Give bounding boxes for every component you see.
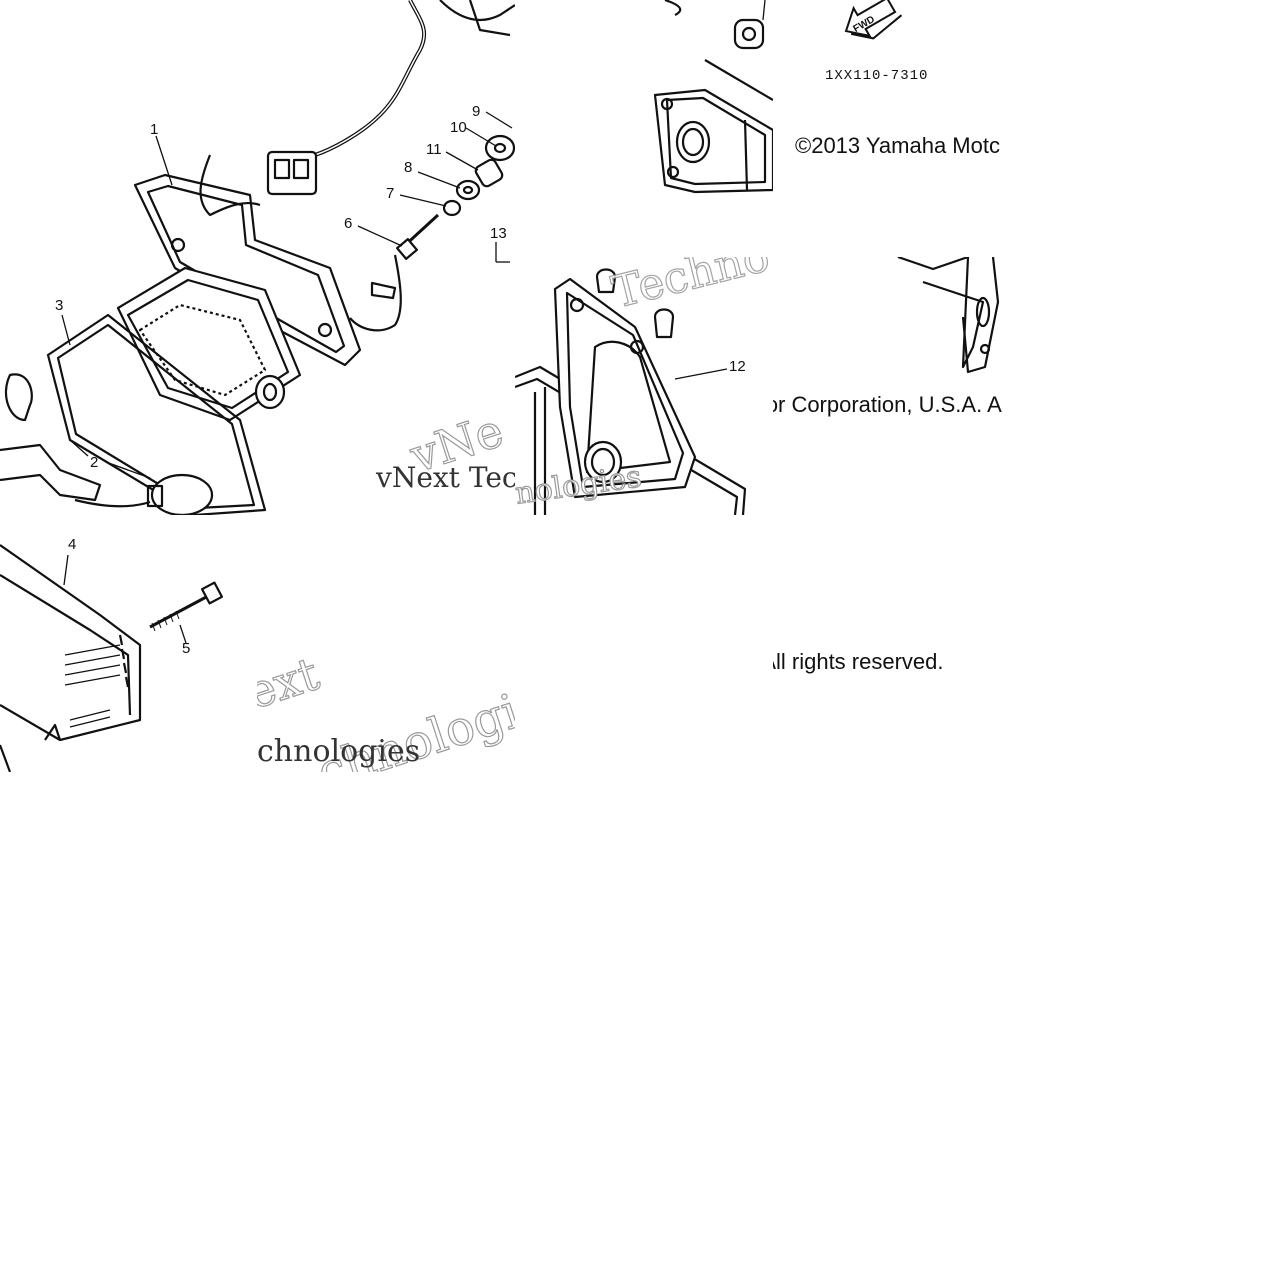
- lens-drawing: [0, 544, 224, 772]
- callout-7: 7: [386, 185, 395, 202]
- callout-12: 12: [729, 358, 746, 375]
- callout-4: 4: [68, 536, 77, 553]
- tile-right-fragment: ɔr Corporation, U.S.A. A: [773, 257, 1030, 515]
- callout-10: 10: [450, 119, 467, 136]
- callout-5: 5: [182, 640, 191, 657]
- copyright-line-2: ɔr Corporation, U.S.A. A: [773, 392, 1002, 417]
- tile-fwd-partno: FWD 1XX110-7310 ©2013 Yamaha Motc: [773, 0, 1030, 257]
- tile-nut-fwd: [515, 0, 773, 257]
- part-number: 1XX110-7310: [825, 68, 929, 84]
- tile-taillight-assembly: 1 6 7 8 11 10 9 13 3 2 vNext Tec vNe: [0, 0, 515, 515]
- copyright-line-3: ʌll rights reserved.: [773, 649, 944, 674]
- copyright-line-1: ©2013 Yamaha Motc: [795, 133, 1000, 158]
- fwd-arrow-icon: [844, 0, 903, 40]
- watermark-chnologies-plain: chnologies: [257, 734, 421, 769]
- callout-3: 3: [55, 297, 64, 314]
- callout-8: 8: [404, 159, 413, 176]
- callout-2: 2: [90, 454, 99, 471]
- fwd-arrow-drawing: [844, 0, 903, 40]
- tile-rights: ʌll rights reserved.: [773, 515, 1030, 772]
- callout-13: 13: [490, 225, 507, 242]
- nut-frame-drawing: [653, 0, 773, 194]
- callout-11: 11: [426, 141, 442, 158]
- tile-lens-bolt: 4 5: [0, 515, 257, 772]
- watermark-ext: ext: [257, 646, 326, 721]
- watermark-vnext-tec: vNext Tec: [376, 461, 515, 494]
- callout-6: 6: [344, 215, 353, 232]
- frame-fragment-drawing: [897, 257, 1000, 374]
- callout-9: 9: [472, 103, 481, 120]
- taillight-drawing: [0, 0, 515, 515]
- callout-1: 1: [150, 121, 159, 138]
- bracket-drawing: [515, 268, 747, 515]
- tile-watermark-fragment: ext chnologies chnologies: [257, 515, 515, 772]
- tile-bracket: 12 Techno nologies: [515, 257, 773, 515]
